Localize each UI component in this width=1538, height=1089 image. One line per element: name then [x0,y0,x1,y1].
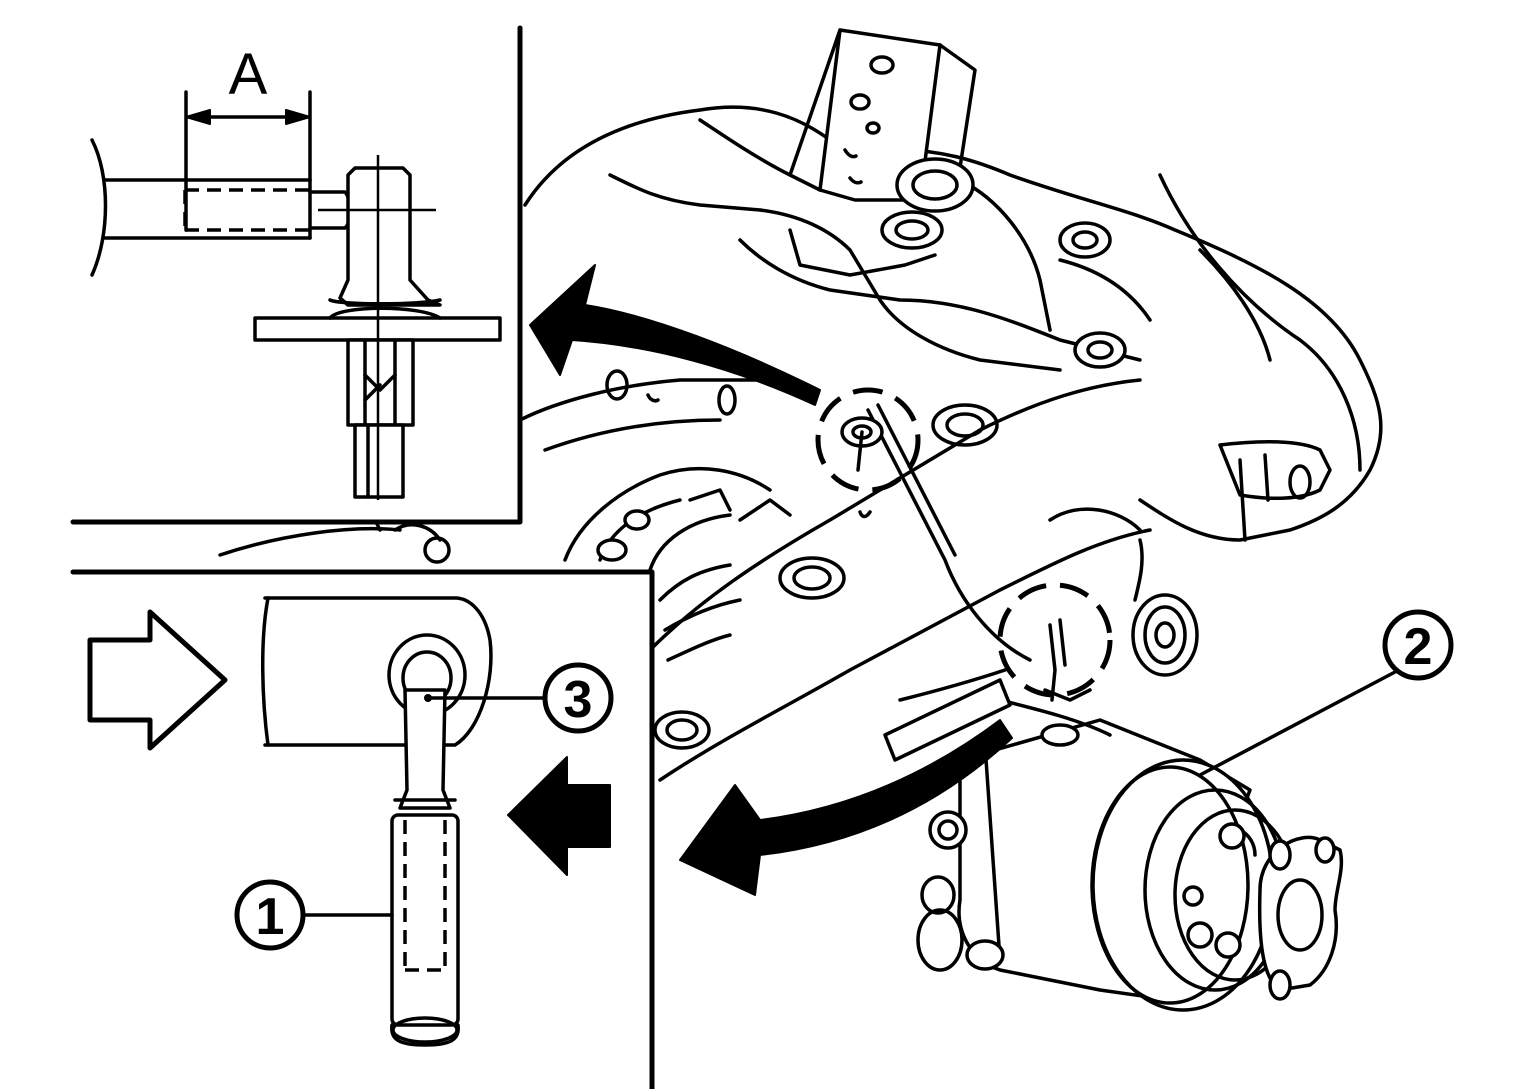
callout-3: 3 [426,662,614,734]
svg-text:2: 2 [1404,618,1433,676]
svg-text:1: 1 [256,888,285,946]
hollow-right-arrow-icon [87,609,228,751]
curved-arrow-to-inset-icon [529,264,821,406]
lower-sensor-location [997,582,1113,747]
curved-arrow-to-inset-icon [679,719,1013,896]
rear-suspension-member [218,28,1383,782]
solid-left-arrow-icon [507,756,611,876]
mount-bushing [880,157,975,250]
callout-1: 1 [234,879,394,951]
dimension-label-a: A [229,42,268,107]
actuator-assembly [916,507,1344,1012]
svg-text:3: 3 [564,671,593,729]
upper-sensor-location [815,387,921,519]
callout-2: 2 [1198,609,1454,777]
inset-dimension-detail: A [0,0,523,525]
